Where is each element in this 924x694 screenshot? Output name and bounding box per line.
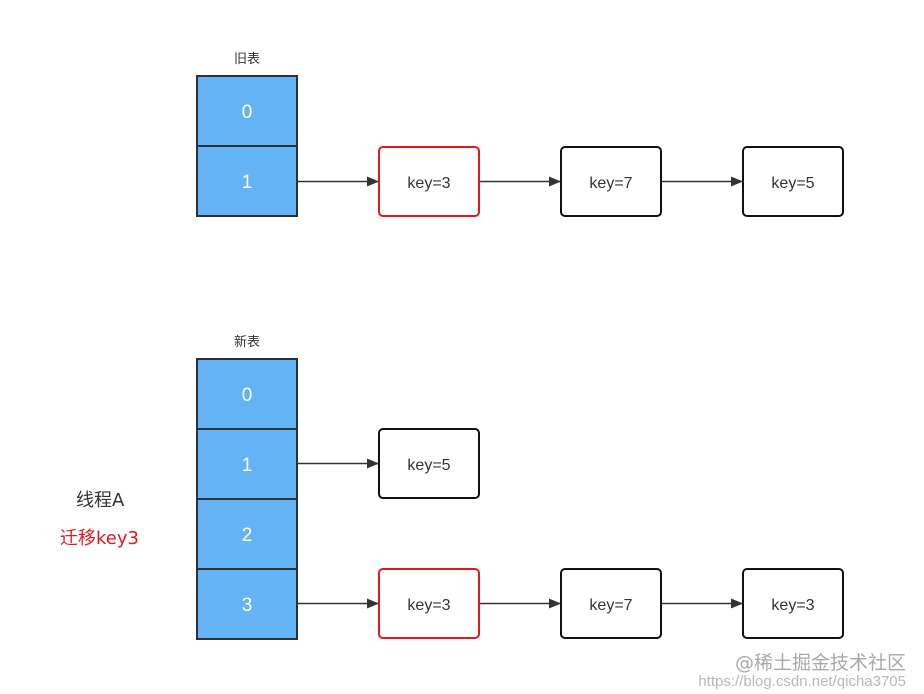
new-table-cell-1-label: 1	[242, 455, 253, 476]
new-chain-1-node: key=5	[378, 428, 480, 499]
new-chain-3-node-1-box	[378, 568, 480, 639]
old-chain-node-3-box	[742, 146, 844, 217]
new-table-cell-2: 2	[196, 498, 298, 570]
thread-label: 线程A	[76, 490, 125, 511]
old-chain-node-1-box	[378, 146, 480, 217]
new-table: 新表 0 1 2 3	[196, 334, 298, 640]
new-chain-3-node: key=3	[742, 568, 844, 639]
new-table-cell-3-label: 3	[242, 595, 253, 616]
old-table-cell-0: 0	[196, 75, 298, 147]
old-table: 旧表 0 1	[196, 52, 298, 217]
watermark-site: @稀土掘金技术社区	[734, 652, 906, 675]
old-table-title: 旧表	[234, 52, 260, 67]
old-chain-node-2-label: key=7	[589, 175, 632, 192]
new-chain-3-node-1-label: key=3	[407, 597, 450, 614]
new-chain-3-node-3-label: key=3	[771, 597, 814, 614]
old-table-cell-0-box	[196, 75, 298, 147]
new-chain-3-node: key=3	[378, 568, 480, 639]
old-table-cell-1: 1	[196, 145, 298, 217]
new-chain-3-node-3-box	[742, 568, 844, 639]
old-chain-node: key=5	[742, 146, 844, 217]
old-table-cell-1-label: 1	[242, 172, 253, 193]
migrate-label: 迁移key3	[60, 528, 139, 549]
old-chain-node-1-label: key=3	[407, 175, 450, 192]
old-chain-node: key=3	[378, 146, 480, 217]
new-table-cell-3: 3	[196, 568, 298, 640]
old-chain-node-3-label: key=5	[771, 175, 814, 192]
new-table-title: 新表	[234, 334, 260, 350]
new-table-cell-1: 1	[196, 428, 298, 500]
new-table-cell-0: 0	[196, 358, 298, 430]
new-table-cell-1-box	[196, 428, 298, 500]
watermark-url: https://blog.csdn.net/qicha3705	[698, 673, 906, 691]
old-table-cell-0-label: 0	[242, 102, 253, 123]
old-chain-node: key=7	[560, 146, 662, 217]
watermark: @稀土掘金技术社区 https://blog.csdn.net/qicha370…	[698, 652, 906, 691]
old-table-cell-1-box	[196, 145, 298, 217]
new-table-cell-0-label: 0	[242, 385, 253, 406]
new-chain-3-node: key=7	[560, 568, 662, 639]
old-chain-node-2-box	[560, 146, 662, 217]
new-table-cell-2-label: 2	[242, 525, 253, 546]
new-chain-3-node-2-box	[560, 568, 662, 639]
new-chain-1-node-1-label: key=5	[407, 457, 450, 474]
new-chain-3-node-2-label: key=7	[589, 597, 632, 614]
new-table-cell-3-box	[196, 568, 298, 640]
new-chain-1-node-1-box	[378, 428, 480, 499]
